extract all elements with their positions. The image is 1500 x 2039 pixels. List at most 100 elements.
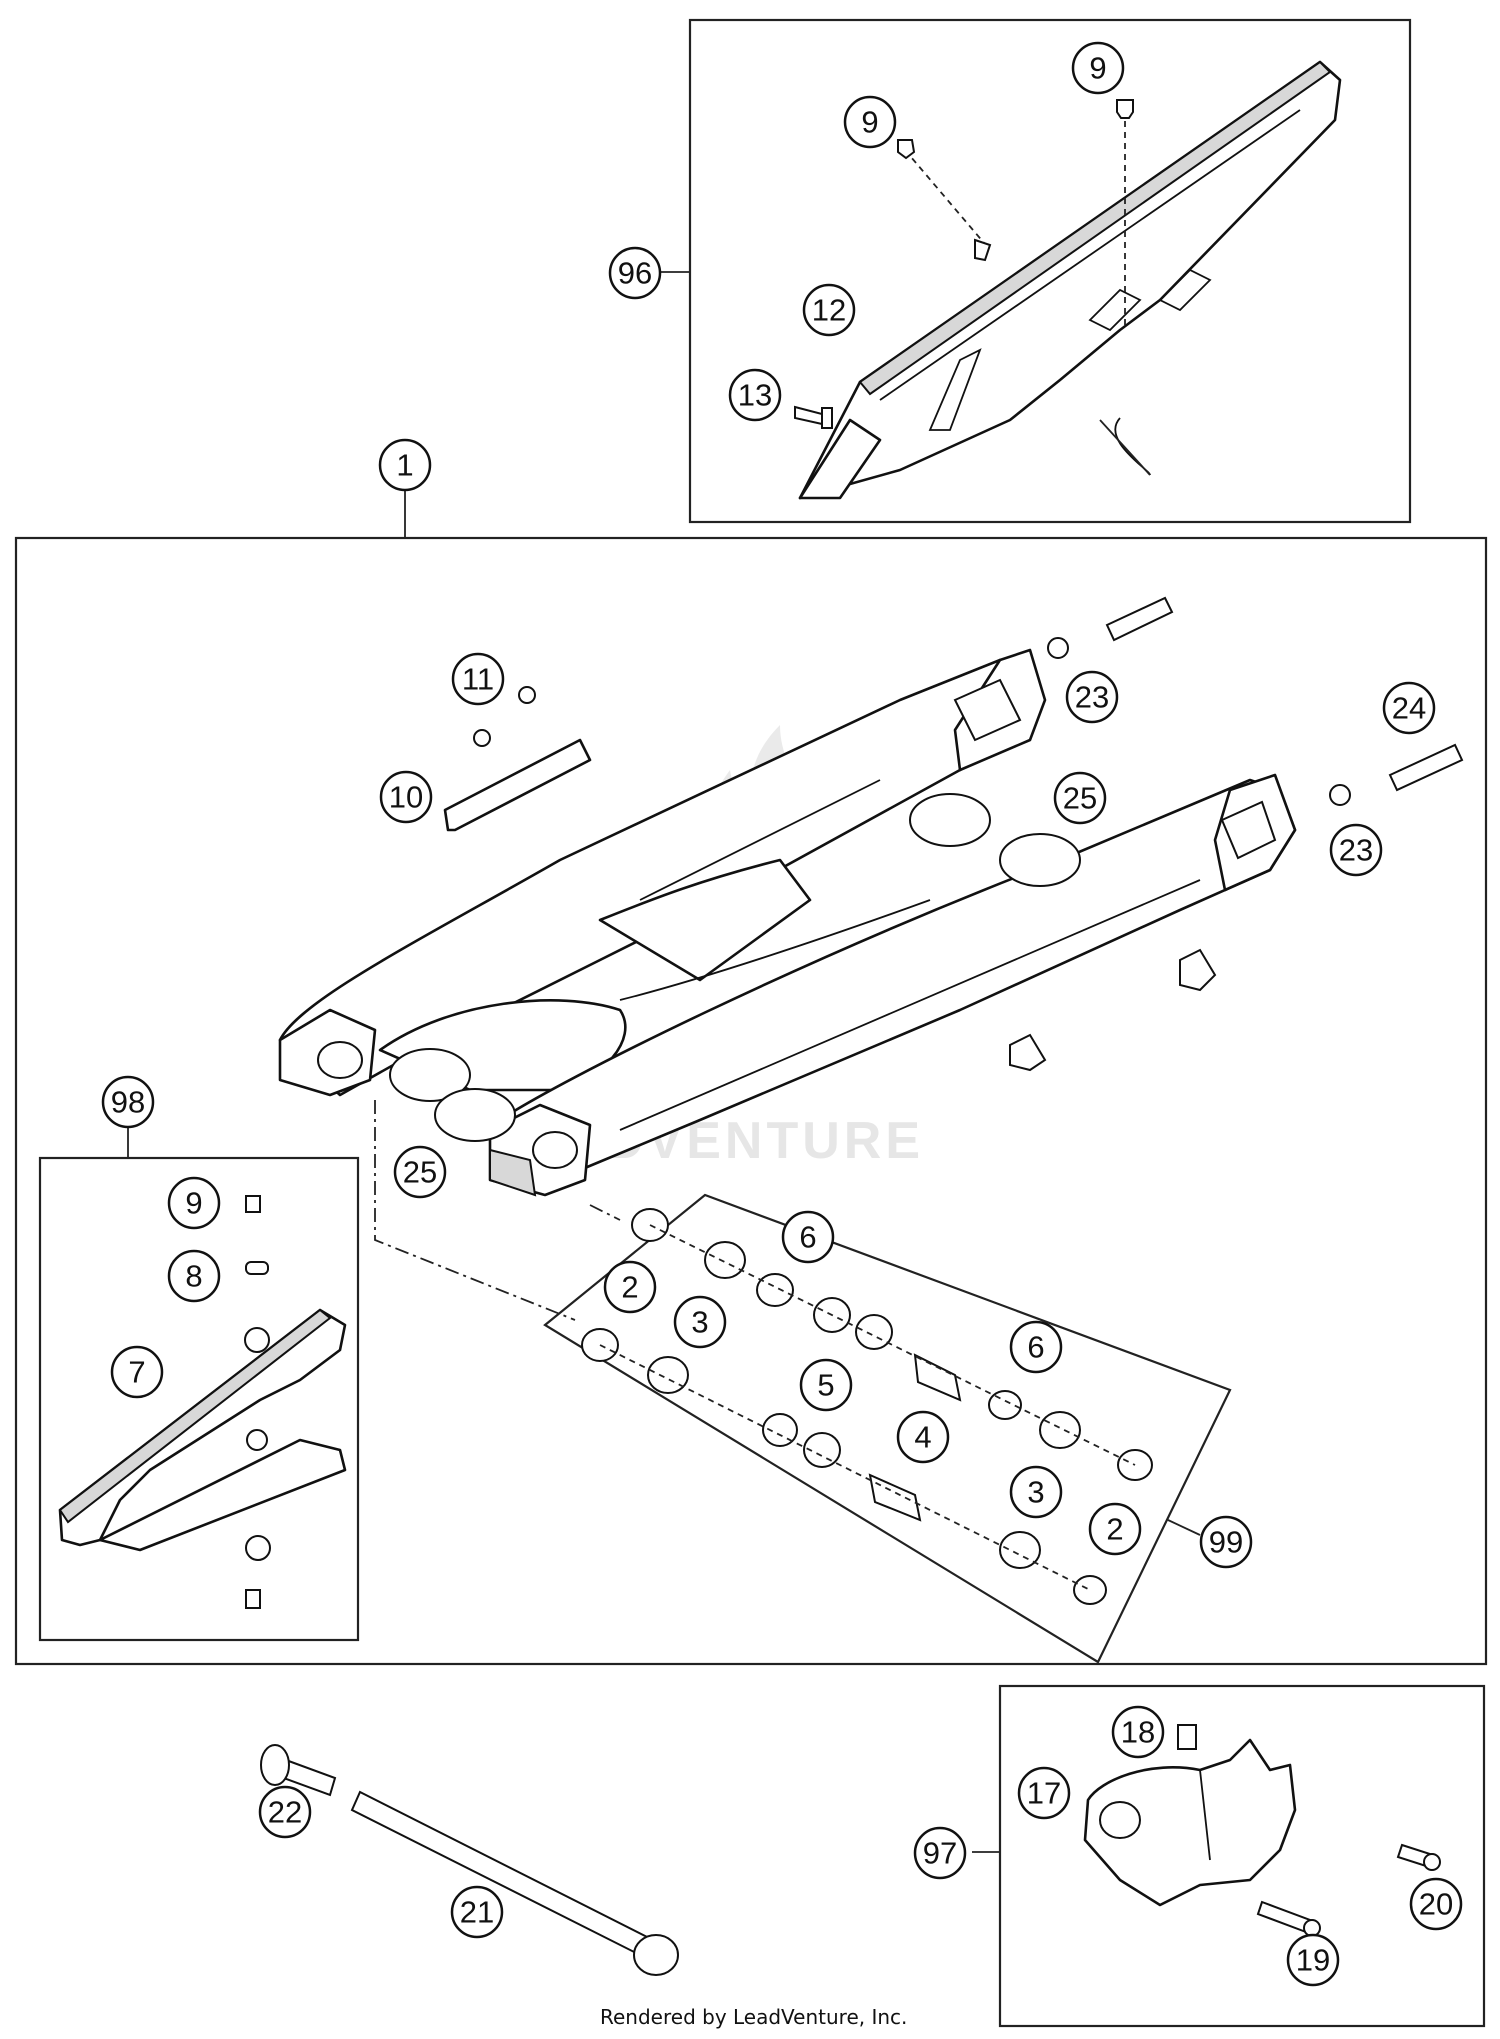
axle-bolt-lower	[1329, 743, 1464, 806]
screw-11-a	[473, 729, 491, 747]
screw-11-b	[518, 686, 536, 704]
nut-23-upper	[1047, 637, 1069, 659]
callout-12: 12	[802, 283, 856, 337]
screw-13-shaft	[794, 405, 823, 426]
bushing-22-head	[260, 1744, 290, 1786]
screw-9-98-top	[245, 1195, 261, 1213]
screw-9-top	[1116, 99, 1134, 330]
svg-text:25: 25	[1063, 781, 1097, 816]
pivot-shaft-21	[350, 1790, 667, 1965]
chain-slider-curve	[1114, 417, 1151, 476]
bearing-3-lower	[647, 1356, 689, 1394]
bearing-3-lower-right	[999, 1531, 1041, 1569]
callout-96: 96	[608, 246, 662, 300]
seal-25-a	[909, 793, 991, 847]
svg-text:4: 4	[914, 1420, 931, 1455]
seal-2-lower-right	[1073, 1575, 1107, 1605]
callout-7: 7	[110, 1345, 164, 1399]
bearing-3-right	[1039, 1411, 1081, 1449]
chain-slider-groove	[879, 109, 1301, 401]
callout-20: 20	[1409, 1877, 1463, 1931]
group-98-box	[38, 1156, 360, 1642]
pivot-axis-right	[589, 1204, 621, 1221]
screw-19-head	[1303, 1919, 1321, 1937]
callout-8: 8	[167, 1249, 221, 1303]
sleeve-4-upper	[913, 1353, 962, 1402]
chain-guide-block-10	[443, 686, 592, 832]
callout-98: 98	[101, 1075, 155, 1129]
swingarm-inner-edge	[619, 899, 931, 1001]
seal-25-c	[389, 1048, 471, 1102]
callout-6-upper: 6	[781, 1210, 835, 1264]
callout-9-left: 9	[843, 95, 897, 149]
swingarm-inner-web	[598, 858, 812, 982]
bearing-3-upper	[704, 1241, 746, 1279]
svg-text:1: 1	[396, 448, 413, 483]
svg-text:96: 96	[618, 256, 652, 291]
svg-text:3: 3	[691, 1305, 708, 1340]
chain-slider-slot	[1088, 288, 1142, 332]
svg-text:97: 97	[923, 1836, 957, 1871]
screw-9-left	[897, 139, 992, 262]
callout-10: 10	[379, 770, 433, 824]
svg-text:24: 24	[1392, 691, 1426, 726]
svg-text:20: 20	[1419, 1887, 1453, 1922]
chain-slider-arrow	[1099, 419, 1151, 476]
axle-slot-lower	[1220, 800, 1277, 860]
svg-text:23: 23	[1339, 833, 1373, 868]
callout-24: 24	[1382, 681, 1436, 735]
axle-slot-upper	[953, 678, 1022, 742]
callout-23-lower: 23	[1329, 823, 1383, 877]
bracket-17-hole	[1099, 1801, 1141, 1839]
callout-2-lower: 2	[1088, 1502, 1142, 1556]
mount-lug-1	[1179, 948, 1217, 992]
svg-text:7: 7	[128, 1355, 145, 1390]
group-97-box	[998, 1684, 1486, 2028]
nut-18	[1177, 1724, 1197, 1750]
slider-7-edge	[58, 1308, 332, 1524]
group-1-box	[14, 536, 1488, 1666]
screw-9-top-head	[1116, 99, 1134, 119]
callout-3-upper: 3	[673, 1295, 727, 1349]
callout-5: 5	[799, 1358, 853, 1412]
pivot-axis-left	[374, 1100, 576, 1321]
plate-8-upper	[244, 1327, 270, 1353]
rendered-by-credit: Rendered by LeadVenture, Inc.	[600, 2005, 907, 2029]
bearing-axis-upper	[649, 1224, 1136, 1466]
callout-2-upper: 2	[603, 1260, 657, 1314]
chain-slider-part	[798, 60, 1342, 500]
callout-6-lower: 6	[1009, 1320, 1063, 1374]
seal-25-b	[999, 833, 1081, 887]
svg-text:2: 2	[1106, 1512, 1123, 1547]
group-99-box	[543, 1193, 1232, 1664]
plate-8-lower	[245, 1535, 271, 1561]
callout-3-lower: 3	[1009, 1465, 1063, 1519]
svg-text:23: 23	[1075, 680, 1109, 715]
pivot-nut-21	[633, 1934, 679, 1976]
screw-20-head	[1423, 1853, 1441, 1871]
callout-25-upper: 25	[1053, 771, 1107, 825]
svg-text:11: 11	[462, 662, 494, 697]
svg-text:9: 9	[861, 105, 878, 140]
slider-7-lower	[98, 1438, 347, 1552]
svg-text:18: 18	[1121, 1715, 1155, 1750]
group-98-chain-slider	[38, 1128, 360, 1642]
callout-19: 19	[1286, 1933, 1340, 1987]
svg-text:9: 9	[1089, 51, 1106, 86]
swingarm-lower-ridge	[619, 879, 1201, 1131]
screw-9-left-head	[897, 139, 916, 160]
svg-text:13: 13	[738, 378, 772, 413]
swingarm-upper-ridge	[639, 779, 881, 901]
callout-17: 17	[1017, 1766, 1071, 1820]
svg-text:6: 6	[1027, 1330, 1044, 1365]
pivot-bolt-assembly	[260, 1744, 679, 1976]
washer-8-top	[245, 1261, 269, 1275]
callout-9-98: 9	[167, 1176, 221, 1230]
svg-text:98: 98	[111, 1085, 145, 1120]
callout-23-upper: 23	[1065, 670, 1119, 724]
leader-99	[1167, 1519, 1201, 1536]
svg-text:3: 3	[1027, 1475, 1044, 1510]
screw-13	[794, 405, 833, 429]
pivot-bore-left	[317, 1041, 363, 1079]
